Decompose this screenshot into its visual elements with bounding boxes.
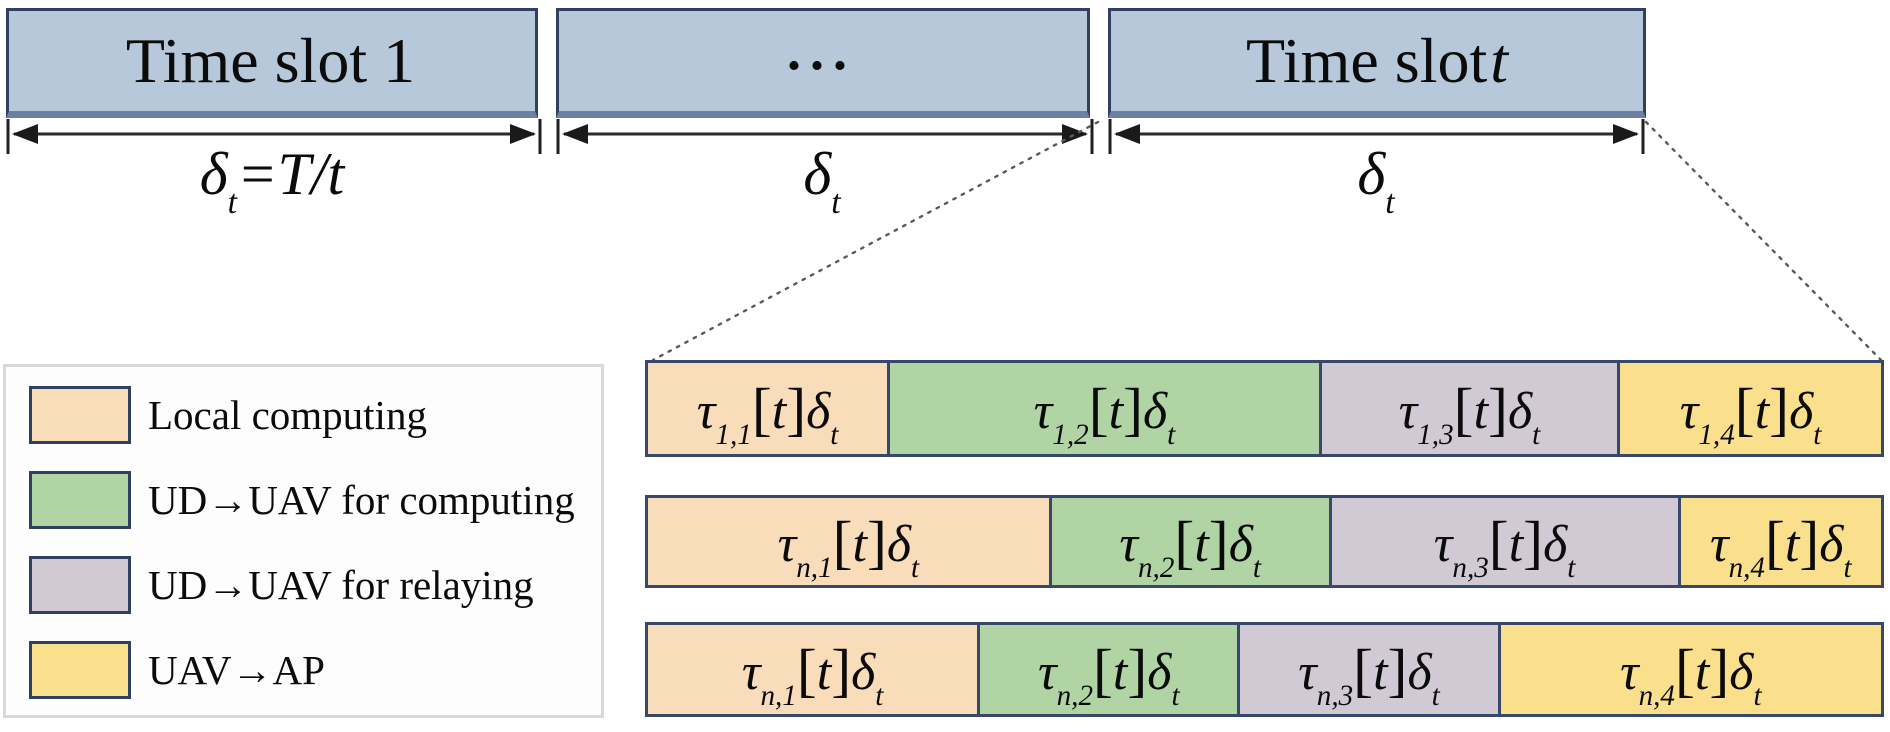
legend-item-ud-uav-relaying: UD→UAV for relaying (29, 556, 601, 614)
segment-math-label: τ1,3[t]δt (1398, 375, 1541, 452)
delta-symbol: δ (1357, 141, 1386, 207)
delta-symbol: δ (199, 141, 228, 207)
segment-math-label: τn,4[t]δt (1709, 508, 1852, 585)
segment-math-label: τ1,4[t]δt (1679, 375, 1822, 452)
duration-formula: =T/t (237, 141, 345, 207)
duration-label-1: δt=T/t (199, 141, 345, 222)
delta-symbol: δ (803, 141, 832, 207)
allocation-segment-computing: τn,2[t]δt (1048, 498, 1329, 585)
legend-item-uav-ap: UAV→AP (29, 641, 601, 699)
allocation-row-n-relay: τn,1[t]δt τn,2[t]δt τn,3[t]δt τn,4[t]δt (645, 495, 1884, 588)
legend-swatch-ud-uav-relaying (29, 556, 131, 614)
timeslot-t-label-italic: t (1490, 25, 1509, 96)
allocation-segment-ap: τn,4[t]δt (1677, 498, 1881, 585)
legend-swatch-ud-uav-computing (29, 471, 131, 529)
allocation-segment-relaying: τn,3[t]δt (1237, 625, 1498, 714)
legend-item-local: Local computing (29, 386, 601, 444)
expansion-dotted-line-right (1644, 120, 1883, 362)
allocation-segment-computing: τ1,2[t]δt (887, 363, 1319, 454)
timeslot-box-1: Time slot 1 (6, 8, 538, 118)
allocation-segment-local: τ1,1[t]δt (648, 363, 888, 454)
legend-label-ud-uav-relaying: UD→UAV for relaying (148, 561, 534, 608)
allocation-segment-computing: τn,2[t]δt (977, 625, 1238, 714)
legend-swatch-uav-ap (29, 641, 131, 699)
allocation-segment-ap: τn,4[t]δt (1497, 625, 1881, 714)
timeslot-t-label: Time slot (1245, 25, 1488, 96)
segment-math-label: τn,2[t]δt (1037, 636, 1180, 713)
allocation-segment-ap: τ1,4[t]δt (1617, 363, 1881, 454)
timeslot-1-label: Time slot 1 (125, 25, 416, 96)
allocation-segment-local: τn,1[t]δt (648, 498, 1049, 585)
segment-math-label: τn,3[t]δt (1433, 508, 1576, 585)
allocation-segment-relaying: τ1,3[t]δt (1318, 363, 1618, 454)
segment-math-label: τn,3[t]δt (1298, 636, 1440, 713)
duration-label-2: δt (803, 141, 841, 222)
segment-math-label: τ1,2[t]δt (1033, 375, 1176, 452)
segment-math-label: τn,2[t]δt (1119, 508, 1261, 585)
timeslot-box-ellipsis: ... (556, 8, 1090, 118)
allocation-segment-local: τn,1[t]δt (648, 625, 978, 714)
legend-box: Local computing UD→UAV for computing UD→… (3, 364, 604, 718)
allocation-row-1: τ1,1[t]δt τ1,2[t]δt τ1,3[t]δt τ1,4[t]δt (645, 360, 1884, 457)
segment-math-label: τn,1[t]δt (777, 508, 920, 585)
allocation-row-n-direct: τn,1[t]δt τn,2[t]δt τn,3[t]δt τn,4[t]δt (645, 622, 1884, 717)
timeslot-ellipsis-label: ... (787, 20, 856, 82)
legend-item-ud-uav-computing: UD→UAV for computing (29, 471, 601, 529)
segment-math-label: τ1,1[t]δt (696, 375, 839, 452)
duration-label-3: δt (1357, 141, 1395, 222)
legend-label-uav-ap: UAV→AP (148, 646, 325, 693)
segment-math-label: τn,4[t]δt (1619, 636, 1762, 713)
legend-swatch-local-computing (29, 386, 131, 444)
segment-math-label: τn,1[t]δt (741, 636, 884, 713)
allocation-segment-relaying: τn,3[t]δt (1328, 498, 1678, 585)
legend-label-local-computing: Local computing (148, 391, 427, 438)
legend-label-ud-uav-computing: UD→UAV for computing (148, 476, 575, 523)
